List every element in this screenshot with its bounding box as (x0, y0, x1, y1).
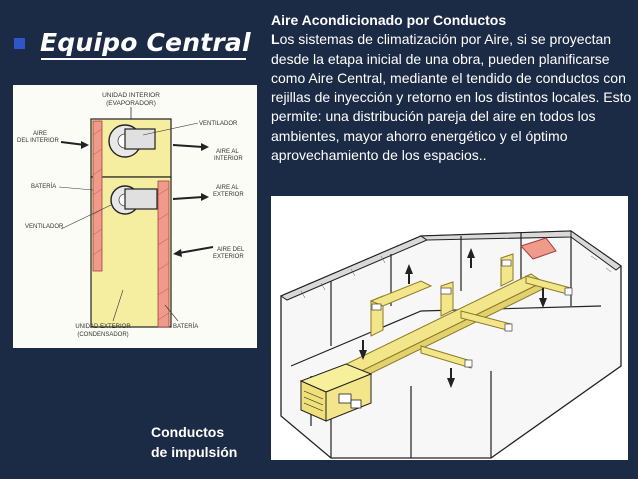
supply-duct (324, 253, 572, 390)
label-exterior: EXTERIOR (213, 192, 244, 198)
battery-hatching (92, 128, 170, 321)
caption-line-1: Conductos (151, 424, 225, 440)
split-unit-svg: UNIDAD INTERIOR (EVAPORADOR) AIRE (17, 92, 245, 338)
description-body: os sistemas de climatización por Aire, s… (271, 31, 632, 164)
label-aire-al-1: AIRE AL (216, 149, 239, 155)
label-aire-al-2: AIRE AL (216, 185, 239, 191)
caption: Conductos de impulsión (151, 422, 237, 462)
arrow-in-icon (81, 141, 89, 149)
label-bateria-right: BATERÍA (173, 323, 198, 330)
label-bateria-left: BATERÍA (31, 183, 56, 190)
label-aire-del: AIRE DEL (217, 247, 245, 253)
label-interior: INTERIOR (214, 156, 243, 162)
battery-right (157, 180, 170, 328)
duct-layout-diagram (271, 196, 628, 460)
arrow-out-icon (201, 143, 209, 151)
label-ventilador-top: VENTILADOR (199, 121, 238, 127)
return-duct (520, 237, 557, 260)
slide-title: Equipo Central (40, 28, 251, 57)
caption-line-2: de impulsión (151, 444, 238, 460)
label-aire: AIRE (33, 131, 47, 137)
arrow-intake-icon (173, 249, 182, 257)
fan-upper-outlet (124, 128, 156, 150)
label-unidad-interior: UNIDAD INTERIOR (102, 92, 160, 99)
description-heading: Aire Acondicionado por Conductos (271, 12, 507, 28)
airflow-arrows-icon (359, 248, 547, 388)
duct-layout-svg (279, 230, 622, 459)
bullet-square (14, 38, 25, 49)
title-underline (41, 58, 246, 60)
label-unidad-exterior: UNIDAD EXTERIOR (75, 324, 131, 330)
label-del-exterior: EXTERIOR (213, 254, 244, 260)
building-walls (280, 230, 622, 459)
arrow-exhaust-icon (201, 193, 209, 201)
fan-lower-outlet (124, 188, 158, 210)
label-del-interior: DEL INTERIOR (17, 138, 59, 144)
label-ventilador-bottom: VENTILADOR (25, 224, 64, 230)
interior-partitions (290, 233, 602, 458)
lead-letter: L (271, 31, 280, 48)
label-condensador: (CONDENSADOR) (77, 332, 128, 338)
grilles (371, 259, 573, 368)
description-text: Aire Acondicionado por Conductos Los sis… (271, 11, 633, 165)
label-evaporador: (EVAPORADOR) (106, 100, 156, 107)
split-unit-diagram: UNIDAD INTERIOR (EVAPORADOR) AIRE (13, 85, 257, 348)
battery-left (92, 120, 103, 272)
